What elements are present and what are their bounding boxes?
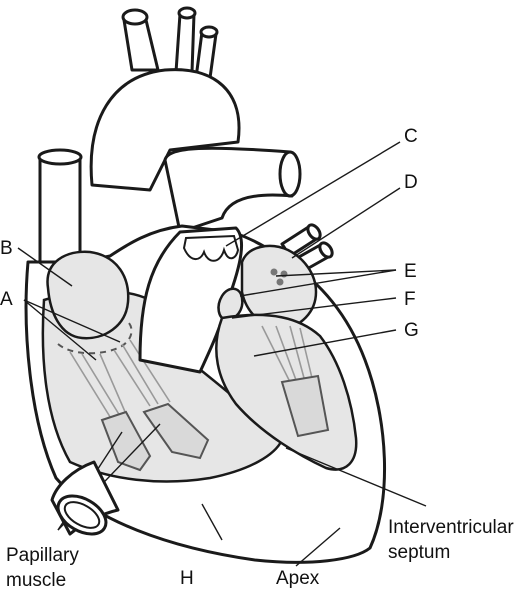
pulmonary-vein-hole-2: [280, 270, 288, 278]
brachiocephalic-artery: [122, 18, 160, 72]
label-apex: Apex: [276, 568, 320, 589]
label-g: G: [404, 320, 419, 341]
left-subclavian-opening: [199, 25, 219, 39]
papillary-muscle-right: [142, 402, 210, 460]
pulmonary-trunk: [163, 146, 294, 234]
aortic-arch: [89, 68, 241, 192]
label-a: A: [0, 289, 13, 310]
label-f: F: [404, 289, 416, 310]
mitral-valve-leaflet: [217, 287, 244, 322]
tricuspid-valve-outline: [57, 319, 133, 355]
label-septum-line2: septum: [388, 542, 450, 563]
label-b: B: [0, 238, 13, 259]
label-papillary-line2: muscle: [6, 570, 66, 591]
label-c: C: [404, 126, 418, 147]
pulmonary-vein-upper-opening: [306, 223, 322, 241]
inferior-vena-cava-lumen: [63, 501, 101, 529]
superior-vena-cava-opening: [37, 148, 83, 166]
superior-vena-cava: [38, 156, 82, 264]
left-carotid-opening: [177, 6, 197, 20]
aortic-valve: [182, 234, 240, 262]
left-carotid-artery: [174, 12, 196, 74]
label-e: E: [404, 261, 417, 282]
right-chordae: [69, 339, 171, 421]
label-septum-line1: Interventricular: [388, 517, 514, 538]
label-h: H: [180, 568, 194, 589]
aortic-root: [138, 226, 243, 374]
pulmonary-vein-hole-1: [270, 268, 278, 276]
right-atrium: [46, 250, 130, 340]
pulmonary-vein-lower-opening: [318, 241, 334, 259]
left-papillary-muscle: [280, 374, 330, 438]
label-d: D: [404, 172, 418, 193]
pulmonary-artery-opening: [278, 150, 302, 198]
brachiocephalic-opening: [121, 8, 149, 26]
label-papillary-line1: Papillary: [6, 545, 79, 566]
papillary-muscle-left: [100, 410, 152, 472]
pulmonary-vein-hole-3: [276, 278, 284, 286]
left-chordae: [261, 325, 313, 383]
